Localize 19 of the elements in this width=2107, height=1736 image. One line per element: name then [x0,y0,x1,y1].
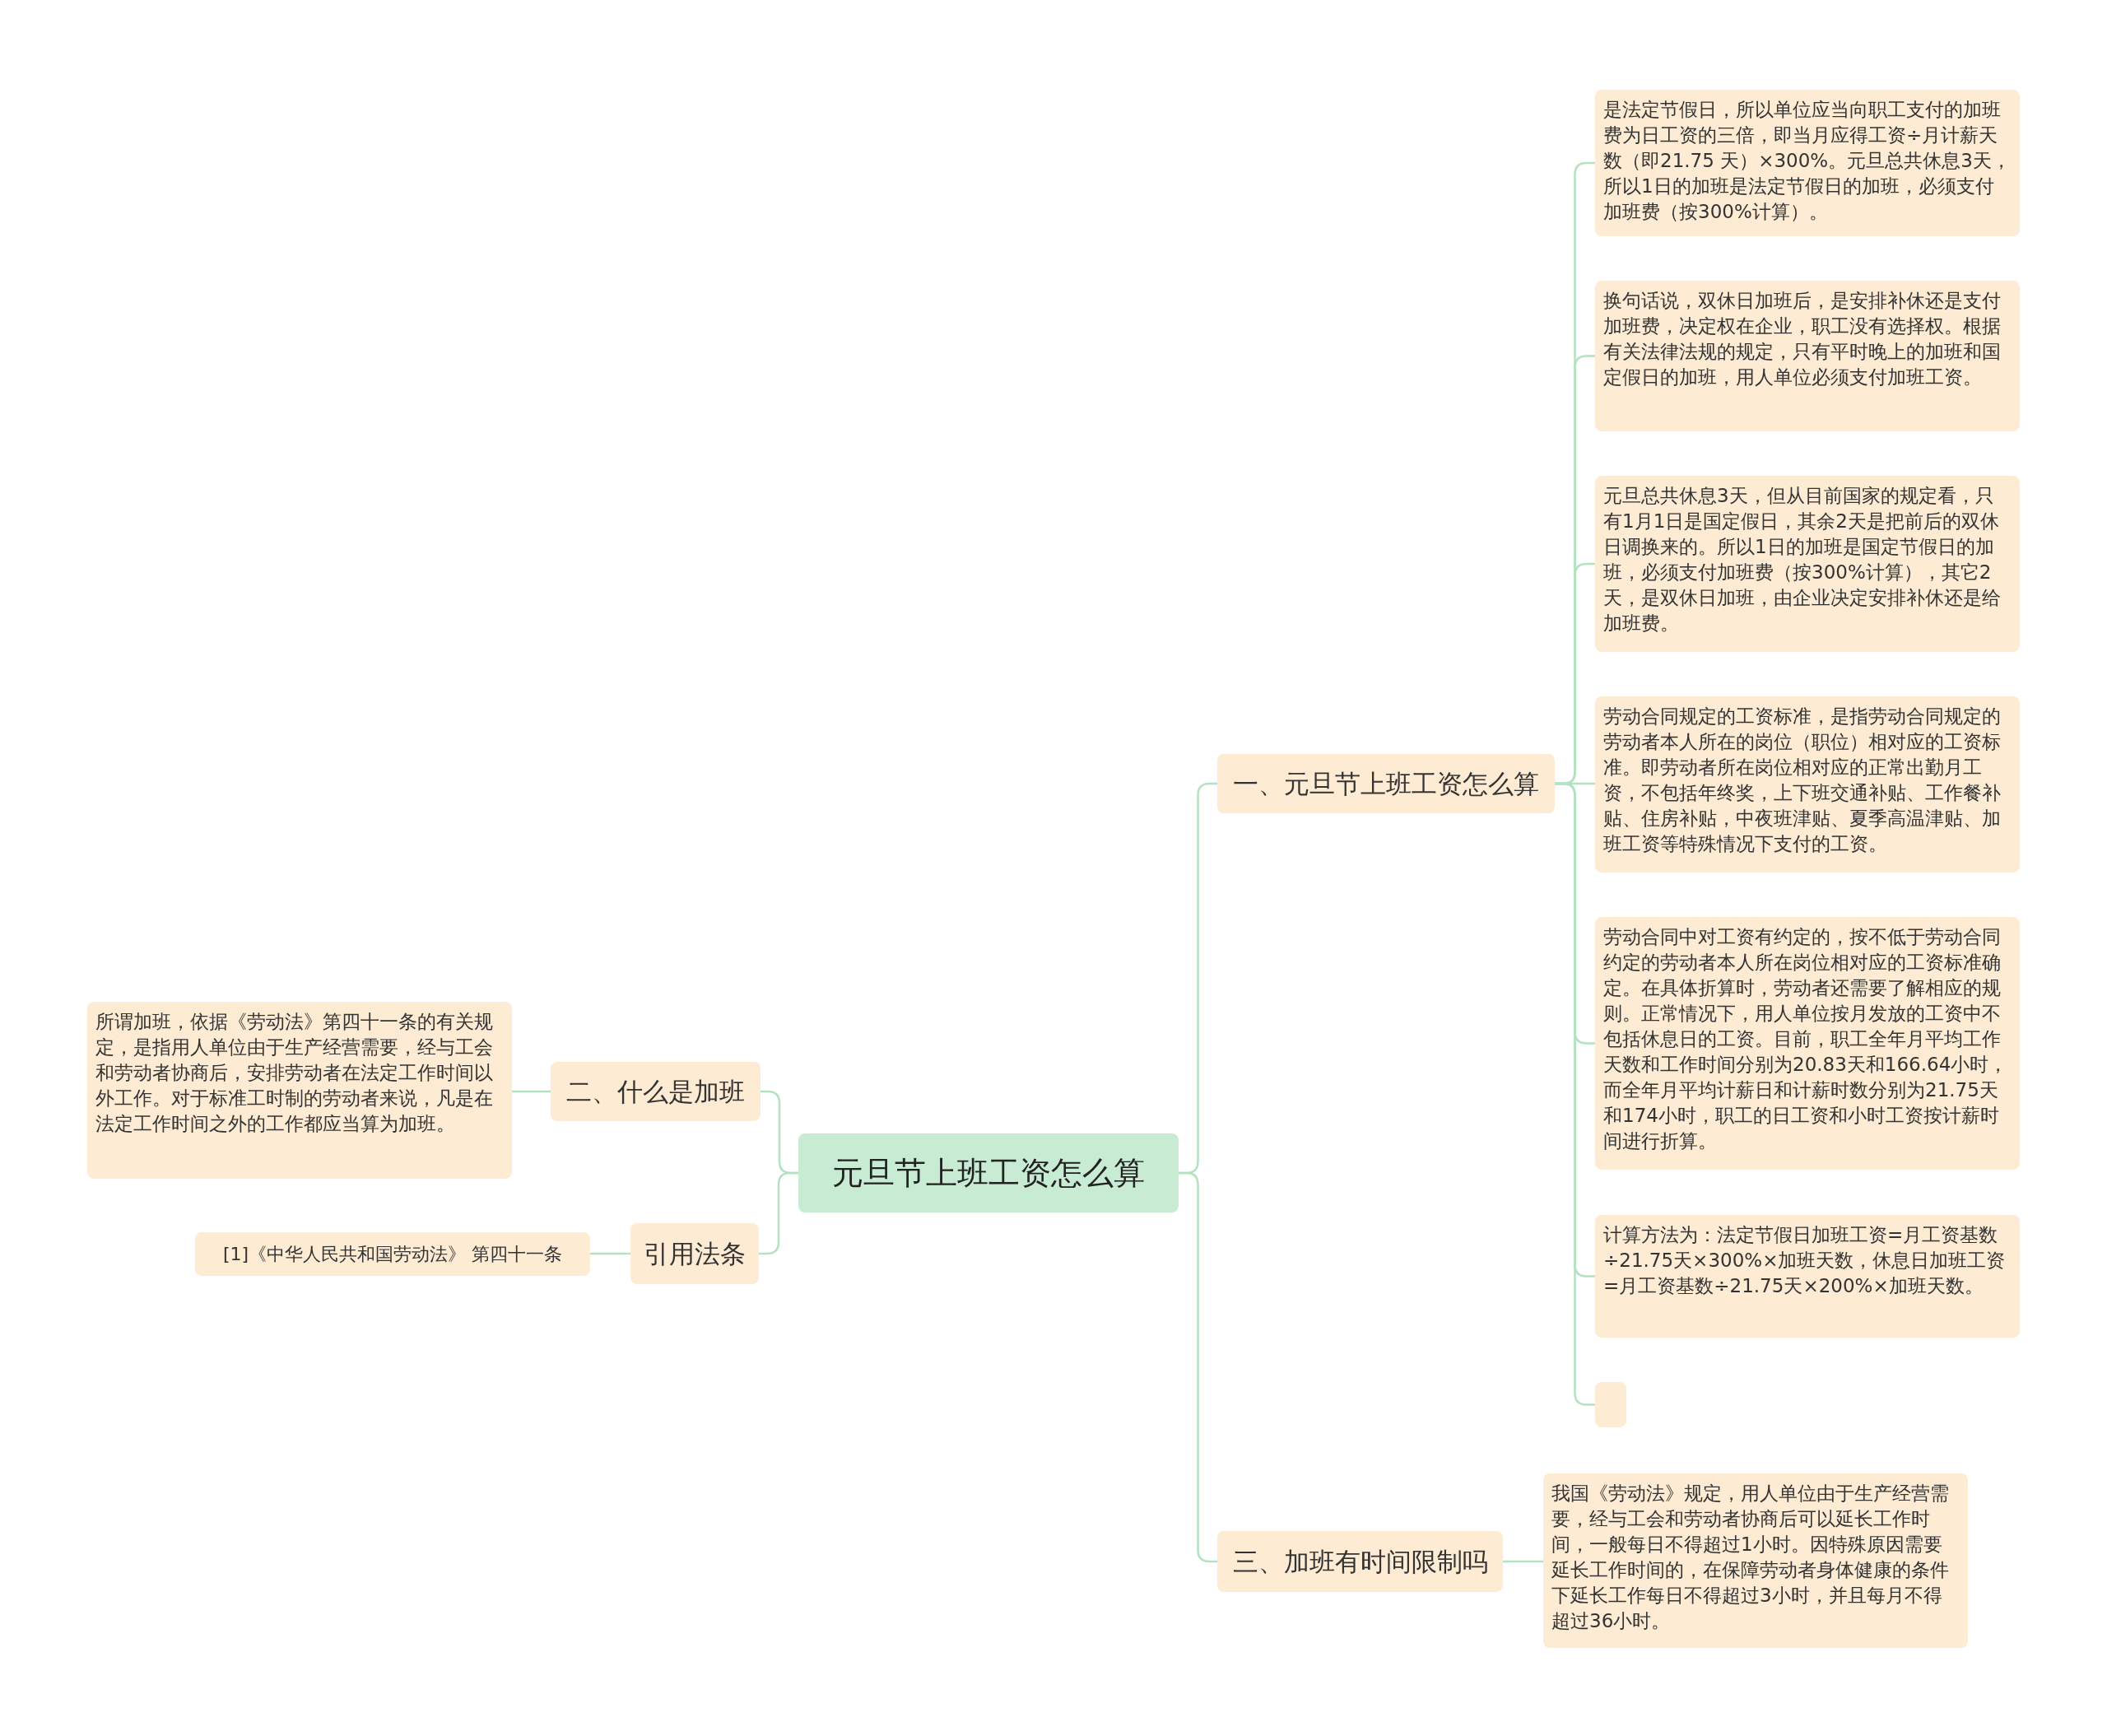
connector-line [590,1252,630,1255]
note-box: 换句话说，双休日加班后，是安排补休还是支付加班费，决定权在企业，职工没有选择权。根据有关法律法规的规定，只有平时晚上的加班和国定假日的加班，用人单位必须支付加班工资。 [1595,281,2020,431]
branch-topic: 三、加班有时间限制吗 [1217,1531,1503,1592]
connector-line [1179,1171,1217,1563]
reference-box: [1]《中华人民共和国劳动法》 第四十一条 [195,1232,590,1276]
note-box: 计算方法为：法定节假日加班工资=月工资基数÷21.75天×300%×加班天数，休息日加班工资=月工资基数÷21.75天×200%×加班天数。 [1595,1215,2020,1338]
branch-topic: 二、什么是加班 [551,1062,760,1121]
note-box: 元旦总共休息3天，但从目前国家的规定看，只有1月1日是国定假日，其余2天是把前后的双休日调换来的。所以1日的加班是国定节假日的加班，必须支付加班费（按300%计算），其它2天，是双休日加班，由企业决定安排补休还是给加班费。 [1595,476,2020,652]
note-box: 劳动合同中对工资有约定的，按不低于劳动合同约定的劳动者本人所在岗位相对应的工资标准确定。在具体折算时，劳动者还需要了解相应的规则。正常情况下，用人单位按月发放的工资中不包括休息日的工资。目前，职工全年月平均工作天数和工作时间分别为20.83天和166.64小时，而全年月平均计薪日和计薪时数分别为21.75天和174小时，职工的日工资和小时工资按计薪时间进行折算。 [1595,917,2020,1170]
connector-line [1503,1560,1543,1563]
empty-box [1595,1382,1626,1427]
note-box: 是法定节假日，所以单位应当向职工支付的加班费为日工资的三倍，即当月应得工资÷月计薪天数（即21.75 天）×300%。元旦总共休息3天，所以1日的加班是法定节假日的加班，必须支付加班费（按300%计算）。 [1595,90,2020,236]
branch-topic: 一、元旦节上班工资怎么算 [1217,754,1555,813]
note-box: 所谓加班，依据《劳动法》第四十一条的有关规定，是指用人单位由于生产经营需要，经与工会和劳动者协商后，安排劳动者在法定工作时间以外工作。对于标准工时制的劳动者来说，凡是在法定工作时间之外的工作都应当算为加班。 [87,1002,512,1179]
note-box: 我国《劳动法》规定，用人单位由于生产经营需要，经与工会和劳动者协商后可以延长工作时间，一般每日不得超过1小时。因特殊原因需要延长工作时间的，在保障劳动者身体健康的条件下延长工作每日不得超过3小时，并且每月不得超过36小时。 [1543,1473,1968,1648]
branch-topic: 引用法条 [630,1223,759,1284]
root-topic: 元旦节上班工资怎么算 [798,1133,1179,1212]
note-box: 劳动合同规定的工资标准，是指劳动合同规定的劳动者本人所在的岗位（职位）相对应的工资标准。即劳动者所在岗位相对应的正常出勤月工资，不包括年终奖，上下班交通补贴、工作餐补贴、住房补贴，中夜班津贴、夏季高温津贴、加班工资等特殊情况下支付的工资。 [1595,696,2020,873]
connector-line [512,1090,551,1093]
